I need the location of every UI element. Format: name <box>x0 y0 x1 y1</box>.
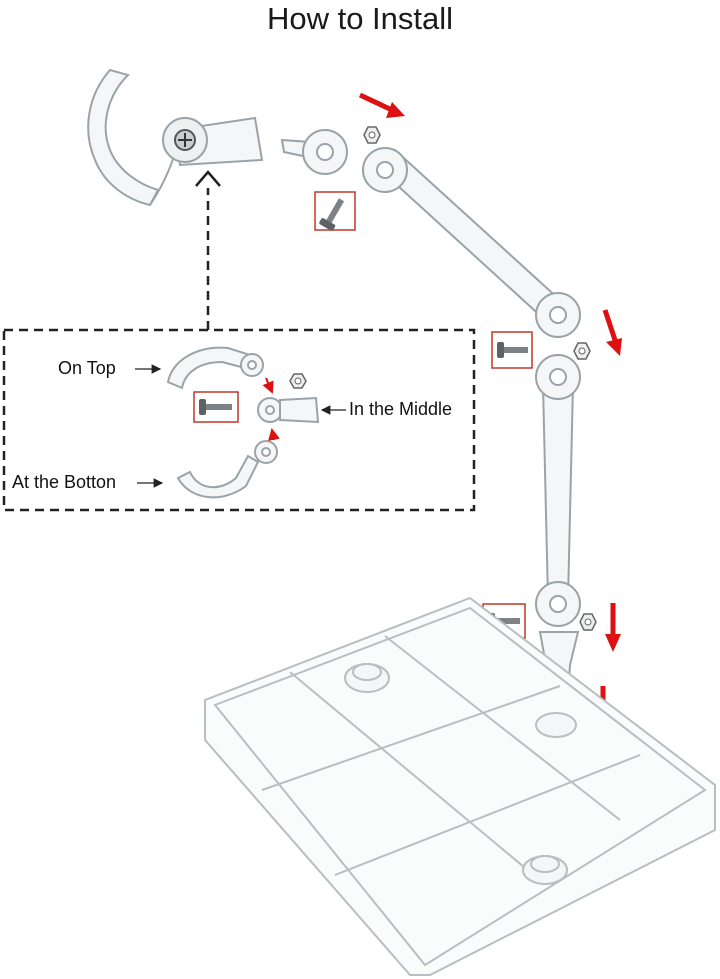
hex-nut-icon <box>289 373 307 389</box>
screw-icon <box>314 191 356 231</box>
hex-nut-icon <box>573 342 591 360</box>
clamp-assembly <box>87 68 264 207</box>
label-in-the-middle: In the Middle <box>349 399 453 419</box>
clamp-top-half <box>166 346 264 390</box>
detail-callout <box>2 170 476 512</box>
page-title: How to Install <box>266 1 454 36</box>
label-at-the-botton: At the Botton <box>12 472 117 492</box>
red-arrow-icon <box>262 377 280 441</box>
hex-nut-icon <box>363 126 381 144</box>
display-base <box>204 596 716 976</box>
red-arrow-icon <box>358 92 405 118</box>
ball-connector <box>280 129 348 175</box>
screw-icon <box>193 391 239 423</box>
clamp-bottom-half <box>176 440 278 499</box>
middle-joint <box>257 396 320 424</box>
red-arrow-icon <box>605 603 621 652</box>
upper-arm <box>362 147 581 338</box>
lower-arm <box>535 354 581 627</box>
label-on-top: On Top <box>58 358 116 378</box>
hex-nut-icon <box>579 613 597 631</box>
screw-icon <box>491 331 533 369</box>
red-arrow-icon <box>602 309 622 356</box>
